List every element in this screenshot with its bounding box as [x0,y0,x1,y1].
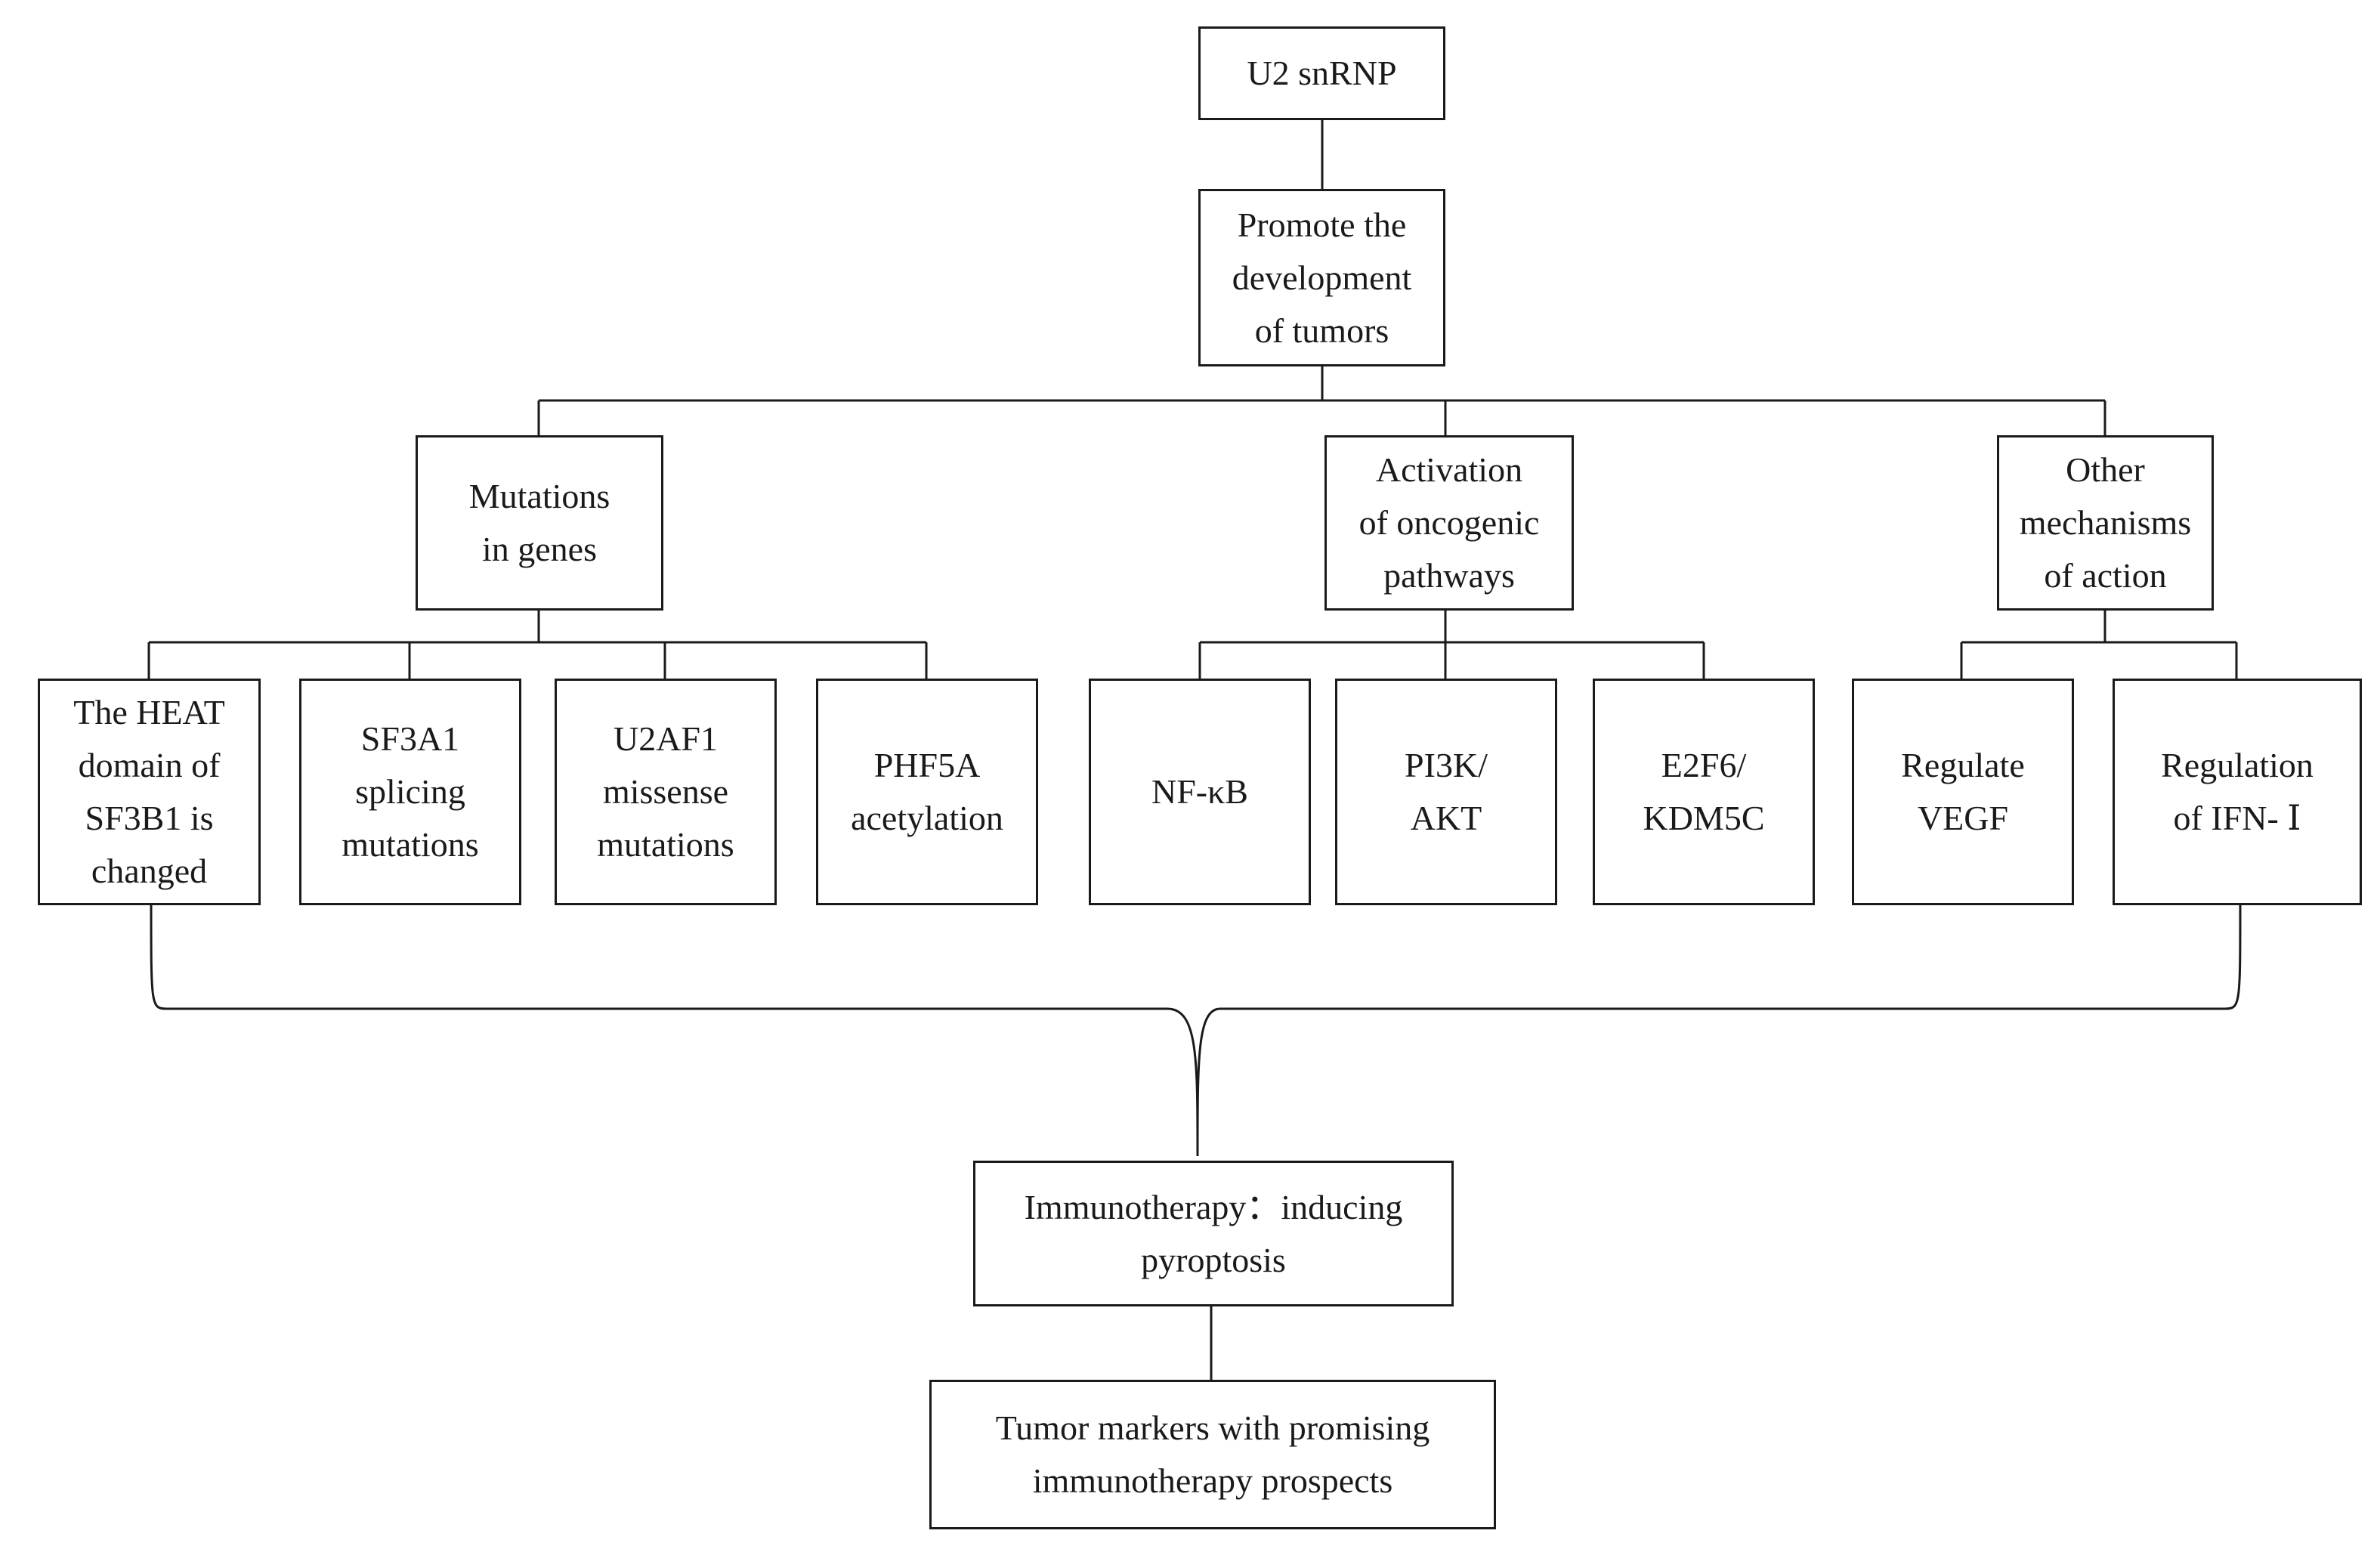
node-sf3a1-splicing: SF3A1 splicing mutations [299,679,521,905]
node-pi3k-akt: PI3K/ AKT [1335,679,1557,905]
node-sf3a1-splicing-label: SF3A1 splicing mutations [342,719,479,864]
node-other-mechanisms: Other mechanisms of action [1997,435,2214,611]
gathering-brace [150,904,2242,1157]
node-mutations-in-genes: Mutations in genes [416,435,663,611]
node-regulate-vegf-label: Regulate VEGF [1901,746,2025,837]
node-tumor-markers: Tumor markers with promising immunothera… [929,1380,1496,1529]
node-u2-snrnp-label: U2 snRNP [1247,54,1397,92]
node-other-mechanisms-label: Other mechanisms of action [2019,450,2192,595]
node-nf-kb: NF-κB [1089,679,1311,905]
node-u2-snrnp: U2 snRNP [1198,26,1445,120]
node-e2f6-kdm5c: E2F6/ KDM5C [1593,679,1815,905]
node-promote-tumors-label: Promote the development of tumors [1232,205,1412,350]
node-sf3b1-heat-domain-label: The HEAT domain of SF3B1 is changed [73,693,225,890]
node-u2af1-missense: U2AF1 missense mutations [555,679,777,905]
node-immunotherapy-pyroptosis-label: Immunotherapy：inducing pyroptosis [1024,1187,1403,1279]
node-regulate-vegf: Regulate VEGF [1852,679,2074,905]
node-phf5a-acetylation-label: PHF5A acetylation [851,746,1003,837]
node-regulation-ifn-i-label: Regulation of IFN- Ⅰ [2161,746,2314,837]
node-immunotherapy-pyroptosis: Immunotherapy：inducing pyroptosis [973,1161,1454,1306]
node-mutations-in-genes-label: Mutations in genes [468,477,610,568]
node-sf3b1-heat-domain: The HEAT domain of SF3B1 is changed [38,679,261,905]
node-phf5a-acetylation: PHF5A acetylation [816,679,1038,905]
node-e2f6-kdm5c-label: E2F6/ KDM5C [1643,746,1765,837]
node-promote-tumors: Promote the development of tumors [1198,189,1445,366]
node-pi3k-akt-label: PI3K/ AKT [1405,746,1488,837]
node-tumor-markers-label: Tumor markers with promising immunothera… [995,1408,1430,1500]
node-nf-kb-label: NF-κB [1151,772,1248,811]
node-oncogenic-pathways: Activation of oncogenic pathways [1324,435,1574,611]
node-oncogenic-pathways-label: Activation of oncogenic pathways [1358,450,1540,595]
node-u2af1-missense-label: U2AF1 missense mutations [597,719,734,864]
node-regulation-ifn-i: Regulation of IFN- Ⅰ [2113,679,2362,905]
